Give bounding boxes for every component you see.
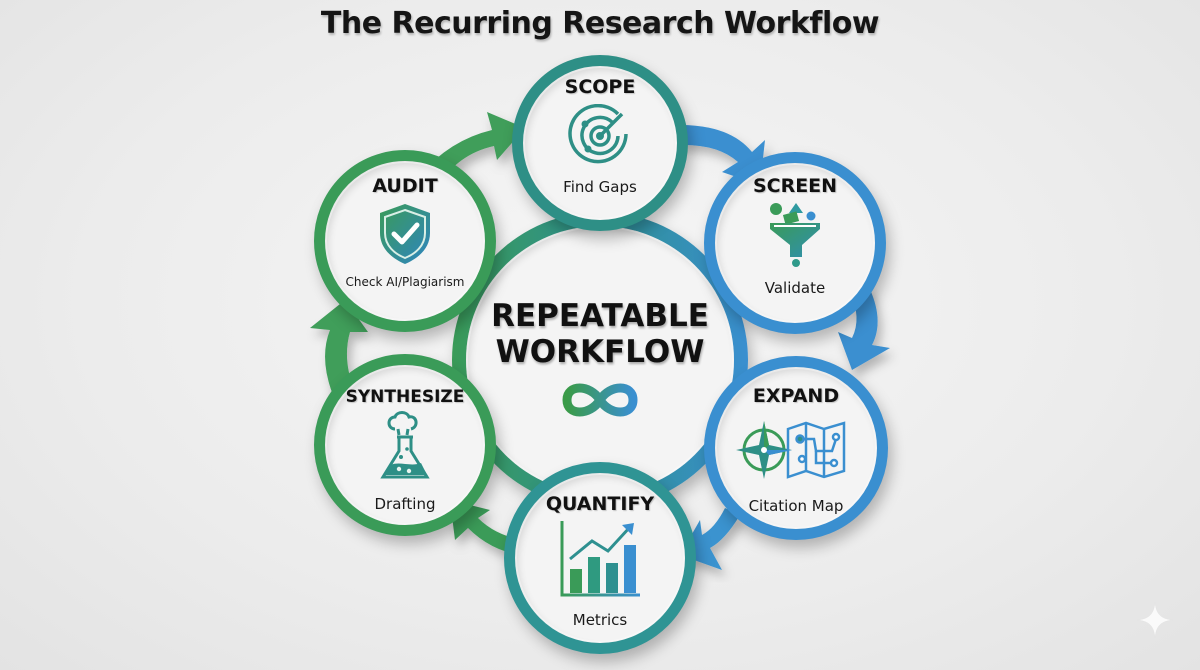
stage-audit[interactable]: AUDIT Check AI/Plagiarism: [314, 150, 496, 332]
compass-icon: [736, 421, 792, 479]
arrow-quantify-to-synthesize: [450, 500, 522, 555]
page-title: The Recurring Research Workflow: [320, 6, 880, 41]
stage-scope[interactable]: SCOPE Find Gaps: [512, 55, 688, 231]
stage-scope-sub: Find Gaps: [563, 178, 637, 196]
flask-icon: [380, 411, 430, 479]
stage-audit-label: AUDIT: [372, 175, 438, 197]
stage-expand-label: EXPAND: [752, 385, 840, 407]
center-node: REPEATABLE WORKFLOW: [452, 212, 748, 508]
compass-map-icon: [736, 421, 846, 479]
stage-audit-sub: Check AI/Plagiarism: [345, 275, 465, 289]
infinity-icon: [562, 383, 638, 417]
stage-expand-sub: Citation Map: [748, 497, 844, 515]
stage-quantify[interactable]: QUANTIFY Metrics: [504, 462, 696, 654]
radar-target-icon: [568, 104, 628, 164]
stage-screen-label: SCREEN: [752, 175, 838, 197]
arrow-screen-to-expand: [838, 285, 890, 370]
map-icon: [786, 421, 846, 479]
stage-quantify-sub: Metrics: [572, 611, 628, 629]
center-title-line2: WORKFLOW: [495, 334, 705, 370]
arrow-synthesize-to-audit: [310, 300, 368, 400]
stage-screen-sub: Validate: [764, 279, 826, 297]
stage-synthesize-label: SYNTHESIZE: [345, 387, 465, 407]
sparkle-icon: [1136, 601, 1174, 639]
funnel-filter-icon: [770, 203, 820, 267]
stage-quantify-label: QUANTIFY: [545, 493, 655, 515]
center-title-line1: REPEATABLE: [491, 298, 709, 334]
stage-scope-label: SCOPE: [564, 76, 636, 98]
stage-screen[interactable]: SCREEN Validate: [704, 152, 886, 334]
stage-synthesize-sub: Drafting: [374, 495, 436, 513]
stage-expand[interactable]: EXPAND Citation Map: [704, 356, 888, 540]
shield-check-icon: [380, 204, 430, 264]
bar-chart-trend-icon: [560, 521, 640, 597]
stage-synthesize[interactable]: SYNTHESIZE Drafting: [314, 354, 496, 536]
